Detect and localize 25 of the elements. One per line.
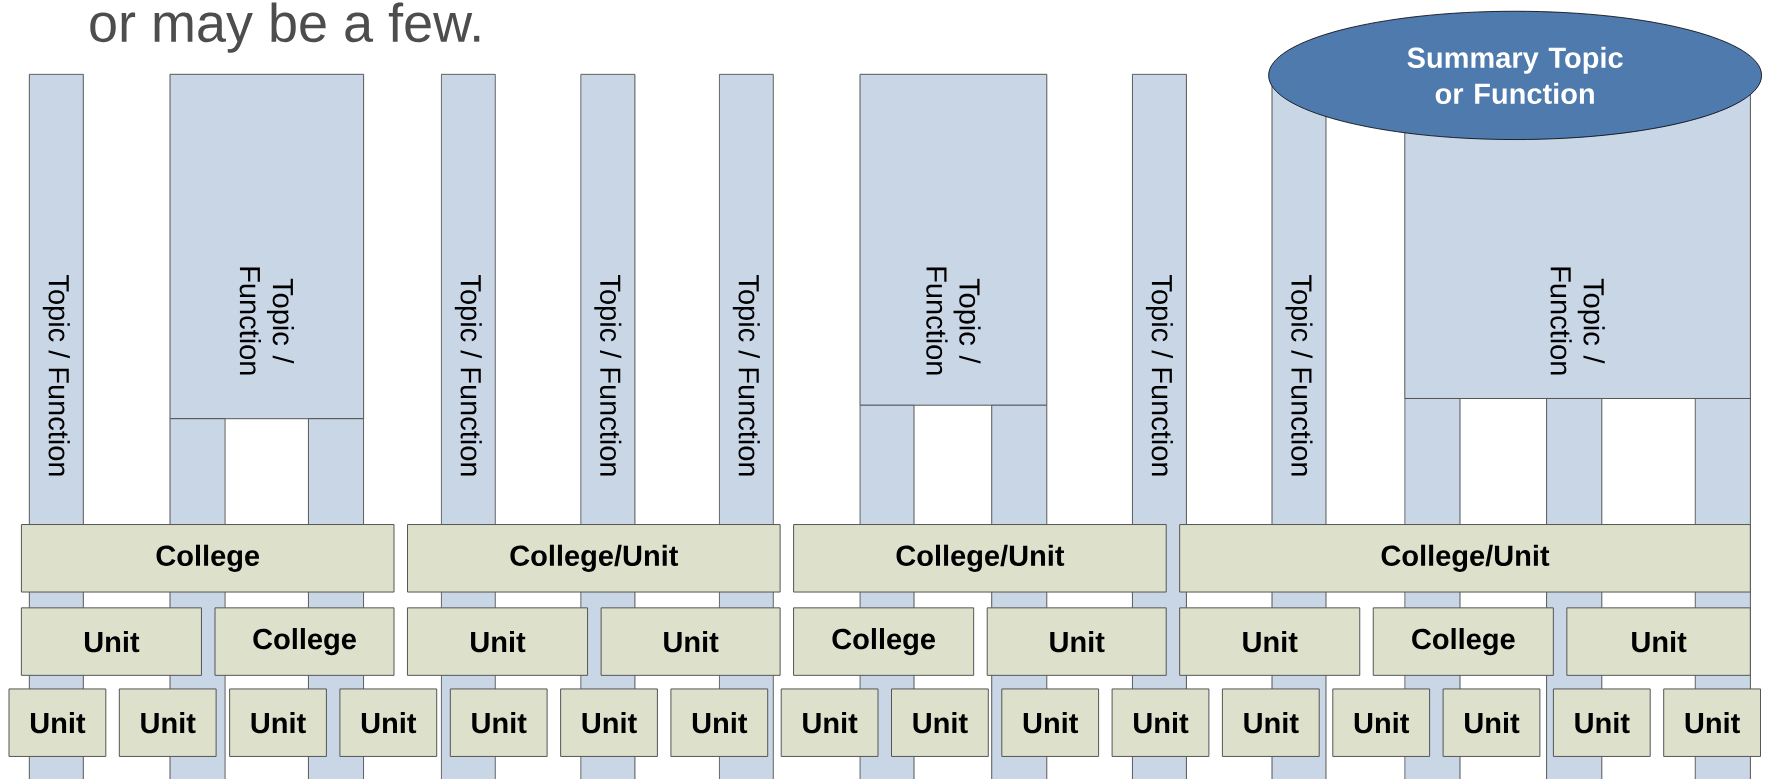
- unit-box: Unit: [600, 607, 781, 676]
- unit-box: Unit: [1001, 688, 1100, 757]
- unit-box: Unit: [1663, 688, 1761, 757]
- unit-box: College: [793, 607, 975, 676]
- unit-box: College: [1372, 607, 1554, 676]
- unit-box: College: [20, 524, 395, 593]
- unit-box: Unit: [1332, 688, 1431, 757]
- unit-box: College/Unit: [1179, 524, 1751, 593]
- heading-text: or may be a few.: [90, 2, 480, 53]
- unit-box: Unit: [449, 688, 548, 757]
- unit-box: Unit: [339, 688, 438, 757]
- unit-box: Unit: [986, 607, 1167, 676]
- unit-box: Unit: [406, 607, 589, 676]
- unit-box: Unit: [1111, 688, 1210, 757]
- unit-box: Unit: [560, 688, 658, 757]
- unit-box: Unit: [670, 688, 769, 757]
- unit-box: Unit: [8, 688, 107, 757]
- unit-box: Unit: [1179, 607, 1361, 676]
- unit-box: College: [214, 607, 395, 676]
- unit-box: Unit: [1221, 688, 1320, 757]
- unit-box: Unit: [118, 688, 217, 757]
- unit-box: College/Unit: [793, 524, 1167, 593]
- unit-box: Unit: [780, 688, 879, 757]
- unit-box: Unit: [20, 607, 202, 676]
- unit-box: College/Unit: [407, 524, 781, 593]
